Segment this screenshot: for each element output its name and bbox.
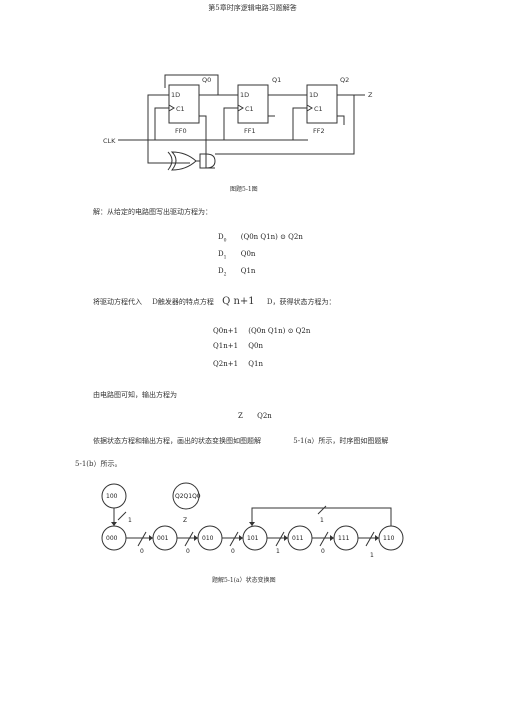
circuit-caption: 图题5-1图 (230, 186, 258, 193)
state-intro: 将驱动方程代入 D触发器的特点方程 Q n+1 D，获得状态方程为： (93, 296, 336, 307)
ff1-c-label: C1 (245, 105, 254, 113)
ff1-name: FF1 (244, 127, 256, 135)
legend-circle (172, 482, 200, 510)
ff2-name: FF2 (313, 127, 325, 135)
output-label-000: 0 (140, 548, 144, 555)
ff0-d-label: 1D (171, 91, 180, 99)
q1-label: Q1 (272, 76, 281, 84)
ff0-c-label: C1 (176, 105, 185, 113)
ff2-c-label: C1 (314, 105, 323, 113)
output-label-010: 0 (231, 548, 235, 555)
legend-state-label: Q2Q1Q0 (175, 493, 201, 500)
state-eq-q1: Q1n+1 Q0n (213, 342, 263, 350)
q0-label: Q0 (202, 76, 211, 84)
circuit-diagram: Q0 Q1 Q2 Z CLK 1D C1 FF0 1D C1 FF1 1D C1… (103, 74, 373, 171)
state-label-000: 000 (106, 535, 118, 542)
drive-eq-d1: D1 Q0n (218, 250, 256, 261)
state-label-111: 111 (338, 535, 350, 542)
output-intro: 由电路图可知，输出方程为 (93, 391, 177, 399)
state-label-011: 011 (292, 535, 304, 542)
output-label-001: 0 (186, 548, 190, 555)
ff1-d-label: 1D (240, 91, 249, 99)
ff0-box (168, 84, 200, 124)
state-diagram-paragraph-line2: 5-1(b）所示。 (75, 460, 122, 468)
legend-output-label: Z (183, 517, 187, 524)
drive-eq-d0: D0 (Q0n Q1n) ⊙ Q2n (218, 233, 303, 244)
state-label-101: 101 (247, 535, 259, 542)
output-label-100: 1 (128, 517, 132, 524)
state-label-110: 110 (383, 535, 395, 542)
output-label-011: 0 (321, 548, 325, 555)
state-label-010: 010 (202, 535, 214, 542)
z-label: Z (368, 91, 373, 99)
output-label-111: 1 (370, 552, 374, 559)
output-eq: Z Q2n (238, 412, 272, 420)
drive-eq-d2: D2 Q1n (218, 267, 256, 278)
ff1-box (237, 84, 269, 124)
ff0-name: FF0 (175, 127, 187, 135)
state-eq-q0: Q0n+1 (Q0n Q1n) ⊙ Q2n (213, 327, 311, 335)
state-eq-q2: Q2n+1 Q1n (213, 360, 263, 368)
output-label-110: 1 (320, 517, 324, 524)
state-diagram-paragraph-line1: 依据状态方程和输出方程，画出的状态变换图如图题解 5-1(a）所示，时序图如图题… (93, 437, 389, 445)
q2-label: Q2 (340, 76, 349, 84)
state-label-100: 100 (106, 493, 118, 500)
output-label-101: 1 (276, 548, 280, 555)
char-eq: Q n+1 (222, 296, 255, 307)
solution-intro: 解：从给定的电路图写出驱动方程为： (93, 208, 212, 216)
state-label-001: 001 (157, 535, 169, 542)
ff2-d-label: 1D (309, 91, 318, 99)
state-diagram-caption: 题解5-1(a）状态变换图 (212, 577, 276, 584)
ff2-box (306, 84, 338, 124)
clk-label: CLK (103, 137, 116, 145)
page-header: 第5章时序逻辑电路习题解答 (208, 4, 297, 12)
